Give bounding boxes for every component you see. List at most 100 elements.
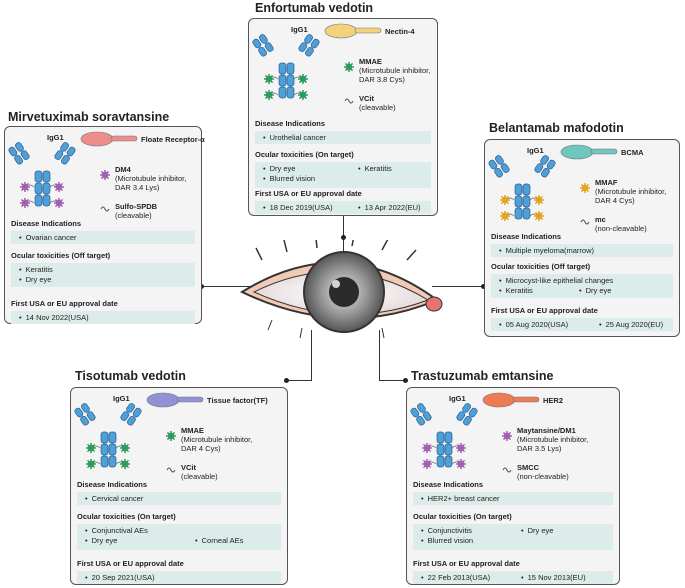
linker-name: Sulfo-SPDB: [115, 202, 158, 211]
indications-heading: Disease Indications: [491, 232, 562, 241]
approval-date: 22 Feb 2013(USA): [421, 573, 491, 583]
indications-heading: Disease Indications: [413, 480, 484, 489]
linker-icon: [502, 467, 512, 473]
indications-box: Multiple myeloma(marrow): [491, 244, 673, 257]
approval-box: 14 Nov 2022(USA): [11, 311, 195, 324]
toxicity-item: Corneal AEs: [195, 536, 244, 546]
approval-heading: First USA or EU approval date: [491, 306, 598, 315]
toxicity-item: Keratitis: [499, 286, 533, 296]
adc-structure-illustration: [8, 131, 138, 212]
card-title: Mirvetuximab soravtansine: [8, 110, 170, 124]
toxicity-item: Conjunctival AEs: [85, 526, 148, 536]
payload-name: MMAE: [359, 57, 382, 66]
indication-item: Urothelial cancer: [263, 133, 326, 142]
indication-item: Cervical cancer: [85, 494, 143, 503]
toxicities-heading: Ocular toxicities (On target): [255, 150, 354, 159]
approval-box: 20 Sep 2021(USA): [77, 571, 281, 584]
payload-icon: [120, 459, 130, 469]
toxicities-box: Conjunctival AEsDry eye Corneal AEs: [77, 524, 281, 550]
linker-icon: [166, 467, 176, 473]
payload-name: Maytansine/DM1: [517, 426, 576, 435]
payload-icon: [344, 62, 354, 72]
indication-item: HER2+ breast cancer: [421, 494, 500, 503]
toxicity-item: Dry eye: [263, 164, 296, 174]
payload-icon: [422, 459, 432, 469]
linker-name: VCit: [181, 463, 196, 472]
payload-desc-line-2: DAR 3.4 Lys): [115, 183, 160, 192]
linker-name: SMCC: [517, 463, 540, 472]
indications-box: Urothelial cancer: [255, 131, 431, 144]
linker-desc: (cleavable): [359, 103, 396, 112]
payload-icon: [264, 74, 274, 84]
payload-desc-line-2: DAR 4 Cys): [595, 196, 635, 205]
linker-icon: [100, 206, 110, 212]
toxicities-heading: Ocular toxicities (On target): [413, 512, 512, 521]
payload-icon: [120, 443, 130, 453]
indications-box: Cervical cancer: [77, 492, 281, 505]
target-label: Floate Receptor-α: [141, 135, 205, 144]
connector-trastuzumab-h: [379, 380, 406, 381]
toxicity-item: Dry eye: [521, 526, 554, 536]
antibody-icon: [252, 34, 320, 99]
adc-structure-illustration: [410, 392, 540, 473]
payload-icon: [20, 198, 30, 208]
antibody-icon: [8, 142, 76, 207]
payload-desc-line-1: (Microtubule inhibitor,: [517, 435, 589, 444]
card-title: Enfortumab vedotin: [255, 1, 374, 15]
toxicity-item: Keratitis: [19, 265, 53, 275]
connector-trastuzumab: [379, 330, 380, 380]
approval-date: 05 Aug 2020(USA): [499, 320, 569, 330]
eye-icon: [239, 240, 443, 339]
payload-icon: [166, 431, 176, 441]
payload-desc-line-1: (Microtubule inhibitor,: [595, 187, 667, 196]
payload-desc-line-1: (Microtubule inhibitor,: [181, 435, 253, 444]
toxicity-item: Conjunctivitis: [421, 526, 472, 536]
approval-heading: First USA or EU approval date: [255, 189, 362, 198]
payload-icon: [534, 195, 544, 205]
target-antigen-icon: [560, 144, 618, 160]
target-label: Tissue factor(TF): [207, 396, 268, 405]
antibody-label: IgG1: [113, 394, 130, 403]
payload-icon: [54, 182, 64, 192]
payload-icon: [580, 183, 590, 193]
linker-icon: [344, 98, 354, 104]
toxicity-item: Dry eye: [579, 286, 612, 296]
connector-dot-trastuzumab: [403, 378, 408, 383]
payload-icon: [502, 431, 512, 441]
payload-icon: [20, 182, 30, 192]
payload-icon: [298, 74, 308, 84]
payload-icon: [422, 443, 432, 453]
approval-heading: First USA or EU approval date: [77, 559, 184, 568]
payload-desc-line-2: DAR 3.8 Cys): [359, 75, 405, 84]
approval-date: 15 Nov 2013(EU): [521, 573, 586, 583]
target-antigen-icon: [146, 392, 204, 408]
card-title: Trastuzumab emtansine: [411, 369, 554, 383]
target-label: HER2: [543, 396, 564, 405]
connector-dot-belantamab: [481, 284, 486, 289]
indication-item: Multiple myeloma(marrow): [499, 246, 594, 255]
connector-belantamab: [432, 286, 484, 287]
toxicities-box: Microcyst-like epithelial changesKeratit…: [491, 274, 673, 298]
linker-desc: (cleavable): [115, 211, 152, 220]
connector-tisotumab: [311, 330, 312, 380]
toxicity-item: Dry eye: [85, 536, 118, 546]
indication-item: Ovarian cancer: [19, 233, 77, 242]
antibody-icon: [74, 403, 142, 468]
target-antigen-icon: [80, 131, 138, 147]
toxicity-item: Blurred vision: [263, 174, 315, 184]
approval-heading: First USA or EU approval date: [11, 299, 118, 308]
payload-icon: [86, 443, 96, 453]
approval-heading: First USA or EU approval date: [413, 559, 520, 568]
toxicity-item: Keratitis: [358, 164, 392, 174]
approval-date: 20 Sep 2021(USA): [85, 573, 155, 583]
linker-desc: (non-cleavable): [517, 472, 569, 481]
payload-icon: [500, 211, 510, 221]
payload-name: MMAF: [595, 178, 618, 187]
toxicities-box: Dry eye KeratitisBlurred vision: [255, 162, 431, 188]
indications-box: HER2+ breast cancer: [413, 492, 613, 505]
antibody-icon: [410, 403, 478, 468]
payload-name: DM4: [115, 165, 131, 174]
toxicities-heading: Ocular toxicities (Off target): [11, 251, 111, 260]
